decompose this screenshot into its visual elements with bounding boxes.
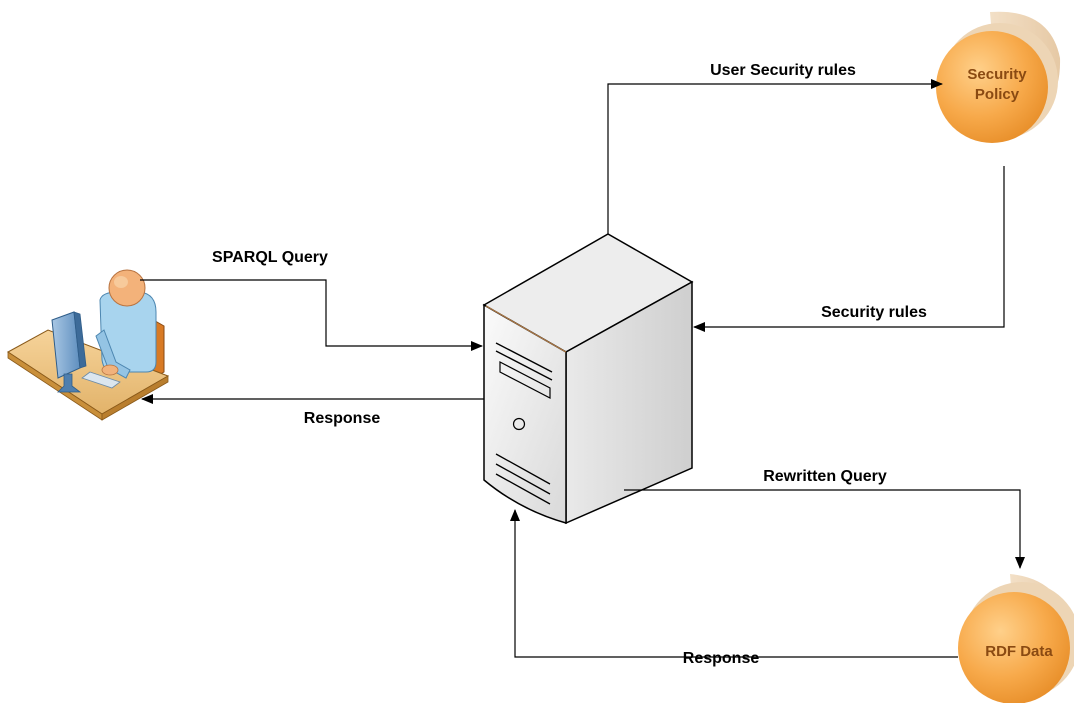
rdf-data-node: RDF Data	[958, 574, 1074, 703]
server-tower-icon	[482, 233, 694, 525]
sparql-query-arrow	[140, 279, 483, 351]
security-rules-label: Security rules	[821, 304, 927, 321]
security-policy-node: Security Policy	[936, 11, 1061, 143]
rdf-data-label: RDF Data	[985, 643, 1053, 660]
response-from-rdf-arrow	[510, 509, 958, 658]
rewritten-query-arrow	[624, 489, 1025, 569]
sparql-query-label: SPARQL Query	[212, 249, 328, 266]
user-security-rules-arrow	[607, 79, 943, 234]
user-workstation-icon	[7, 269, 170, 421]
response-to-user-label: Response	[304, 410, 381, 427]
user-security-rules-label: User Security rules	[710, 62, 856, 79]
response-from-rdf-label: Response	[683, 650, 760, 667]
security-policy-label-line2: Policy	[975, 86, 1020, 103]
rewritten-query-label: Rewritten Query	[763, 468, 887, 485]
security-rules-arrow	[693, 166, 1005, 332]
security-policy-label-line1: Security	[967, 66, 1027, 83]
